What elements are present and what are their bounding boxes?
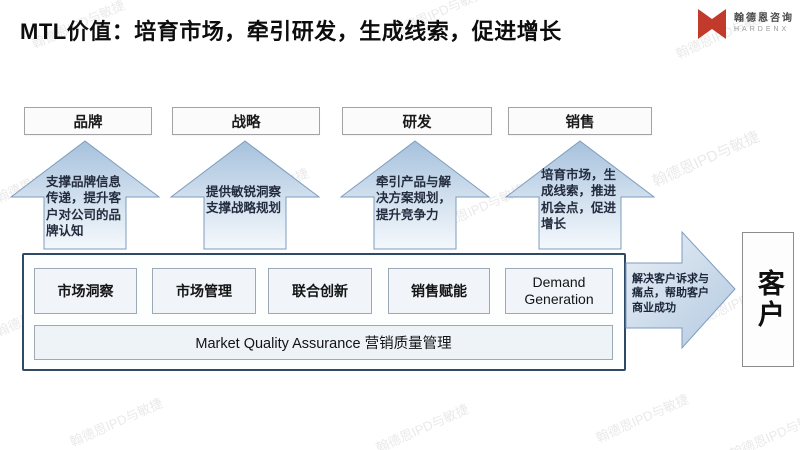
module-market-management: 市场管理 <box>152 268 256 314</box>
watermark: 翰德恩IPD与敏捷 <box>727 407 800 450</box>
customer-label: 客户 <box>753 268 784 331</box>
watermark: 翰德恩IPD与敏捷 <box>593 391 691 446</box>
outcome-arrow-text: 解决客户诉求与痛点，帮助客户商业成功 <box>632 273 709 314</box>
pillar-box-sales: 销售 <box>508 107 652 135</box>
module-joint-innovation: 联合创新 <box>268 268 372 314</box>
watermark: 翰德恩IPD与敏捷 <box>649 128 762 191</box>
market-quality-assurance-bar: Market Quality Assurance 营销质量管理 <box>34 325 613 360</box>
hardenx-logo-icon <box>698 9 726 39</box>
module-market-insight: 市场洞察 <box>34 268 137 314</box>
up-arrow-icon <box>170 140 320 250</box>
arrow-text-strategy: 提供敏锐洞察支撑战略规划 <box>206 185 282 216</box>
up-arrow-rnd: 牵引产品与解决方案规划，提升竞争力 <box>340 140 490 250</box>
customer-box: 客户 <box>742 232 794 367</box>
module-demand-generation: Demand Generation <box>505 268 613 314</box>
pillar-box-strategy: 战略 <box>172 107 320 135</box>
pillar-box-rnd: 研发 <box>342 107 492 135</box>
page-title: MTL价值：培育市场，牵引研发，生成线索，促进增长 <box>20 19 562 44</box>
arrow-text-brand: 支撑品牌信息传递，提升客户对公司的品牌认知 <box>46 175 122 238</box>
outcome-arrow <box>625 230 737 352</box>
module-sales-enablement: 销售赋能 <box>388 268 490 314</box>
up-arrow-icon <box>340 140 490 250</box>
logo-brand-name: HARDENX <box>734 25 790 33</box>
watermark: 翰德恩IPD与敏捷 <box>67 395 165 450</box>
up-arrow-brand: 支撑品牌信息传递，提升客户对公司的品牌认知 <box>10 140 160 250</box>
company-logo: 翰德恩咨询 HARDENX <box>697 9 794 39</box>
up-arrow-sales: 培育市场，生成线索，推进机会点，促进增长 <box>505 140 655 250</box>
pillar-box-brand: 品牌 <box>24 107 152 135</box>
logo-company-name: 翰德恩咨询 <box>734 13 794 25</box>
arrow-text-sales: 培育市场，生成线索，推进机会点，促进增长 <box>541 168 617 231</box>
watermark: 翰德恩IPD与敏捷 <box>373 401 471 450</box>
up-arrow-strategy: 提供敏锐洞察支撑战略规划 <box>170 140 320 250</box>
up-arrow-icon <box>505 140 655 250</box>
arrow-text-rnd: 牵引产品与解决方案规划，提升竞争力 <box>376 175 452 222</box>
right-arrow-icon <box>625 230 736 350</box>
up-arrow-icon <box>10 140 160 250</box>
